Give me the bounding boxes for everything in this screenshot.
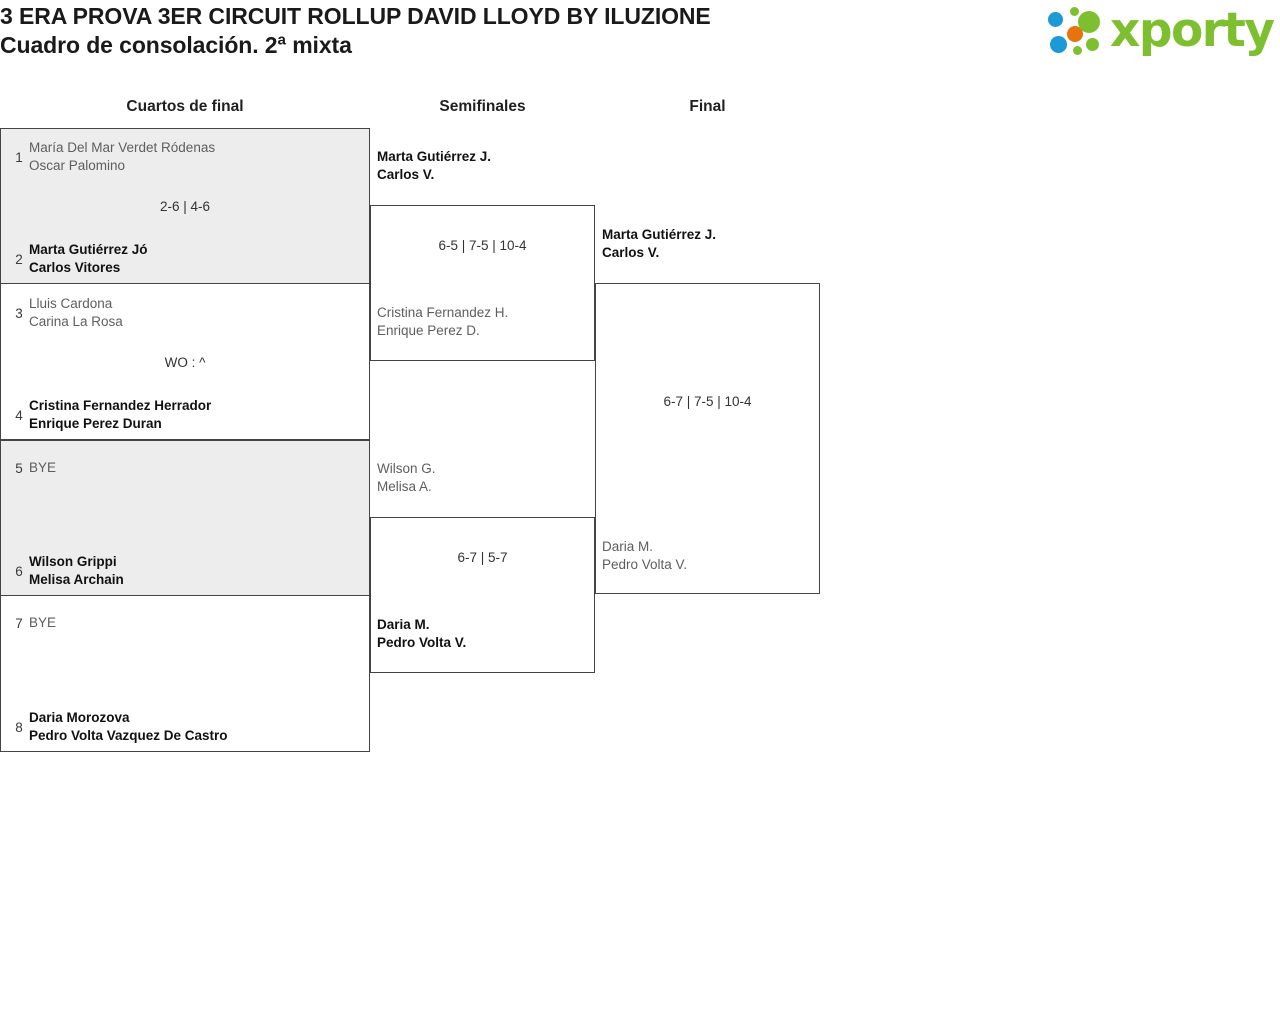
match-score: 2-6 | 4-6 bbox=[159, 199, 211, 214]
slot-seed-7[interactable]: 7 BYE bbox=[1, 613, 369, 633]
seed-number: 6 bbox=[15, 563, 23, 579]
sf-1-top-entrant[interactable]: Marta Gutiérrez J. Carlos V. bbox=[370, 148, 595, 188]
seed-number: 5 bbox=[15, 460, 23, 476]
match-score: 6-5 | 7-5 | 10-4 bbox=[438, 238, 527, 253]
player-2-name: Carlos V. bbox=[377, 167, 435, 182]
sf-2-bottom-entrant[interactable]: Daria M. Pedro Volta V. bbox=[370, 616, 595, 656]
player-2-name: Melisa A. bbox=[377, 479, 432, 494]
match-box-qf-2[interactable]: 3 Lluis Cardona Carina La Rosa WO : ^ 4 … bbox=[0, 283, 370, 440]
sf-1-bottom-entrant[interactable]: Cristina Fernandez H. Enrique Perez D. bbox=[370, 304, 595, 344]
page-title: 3 ERA PROVA 3ER CIRCUIT ROLLUP DAVID LLO… bbox=[0, 3, 711, 29]
xporty-logo[interactable]: xporty bbox=[1048, 3, 1275, 60]
slot-seed-5[interactable]: 5 BYE bbox=[1, 458, 369, 478]
slot-seed-2[interactable]: 2 Marta Gutiérrez Jó Carlos Vitores bbox=[1, 239, 369, 279]
player-1-name: Daria Morozova bbox=[29, 710, 130, 725]
round-header-quarterfinals: Cuartos de final bbox=[126, 98, 244, 115]
player-1-name: Wilson G. bbox=[377, 461, 436, 476]
player-names: Cristina Fernandez Herrador Enrique Pere… bbox=[29, 397, 211, 433]
seed-number: 4 bbox=[15, 407, 23, 423]
player-1-name: Cristina Fernandez H. bbox=[377, 305, 509, 320]
logo-wordmark: xporty bbox=[1110, 3, 1275, 58]
player-names: Lluis Cardona Carina La Rosa bbox=[29, 295, 123, 331]
player-2-name: Carlos V. bbox=[602, 245, 660, 260]
player-2-name: Pedro Volta V. bbox=[602, 557, 688, 572]
player-names: Marta Gutiérrez Jó Carlos Vitores bbox=[29, 241, 148, 277]
round-header-final: Final bbox=[689, 98, 726, 115]
player-2-name: Pedro Volta V. bbox=[377, 635, 467, 650]
page-header: 3 ERA PROVA 3ER CIRCUIT ROLLUP DAVID LLO… bbox=[0, 0, 1280, 90]
round-header-semifinals: Semifinales bbox=[439, 98, 526, 115]
player-1-name: Lluis Cardona bbox=[29, 296, 113, 311]
slot-seed-1[interactable]: 1 María Del Mar Verdet Ródenas Oscar Pal… bbox=[1, 137, 369, 177]
match-box-qf-3[interactable]: 5 BYE 6 Wilson Grippi Melisa Archain bbox=[0, 440, 370, 596]
page-subtitle: Cuadro de consolación. 2ª mixta bbox=[0, 32, 352, 58]
seed-number: 8 bbox=[15, 719, 23, 735]
final-bottom-entrant[interactable]: Daria M. Pedro Volta V. bbox=[595, 538, 820, 578]
player-2-name: Melisa Archain bbox=[29, 572, 124, 587]
player-1-name: Daria M. bbox=[602, 539, 654, 554]
player-names: Wilson Grippi Melisa Archain bbox=[29, 553, 124, 589]
sf-2-top-entrant[interactable]: Wilson G. Melisa A. bbox=[370, 460, 595, 500]
player-1-name: BYE bbox=[29, 460, 57, 475]
player-2-name: Carlos Vitores bbox=[29, 260, 121, 275]
player-1-name: Daria M. bbox=[377, 617, 430, 632]
player-1-name: Wilson Grippi bbox=[29, 554, 117, 569]
player-names: Wilson G. Melisa A. bbox=[377, 460, 595, 496]
slot-seed-4[interactable]: 4 Cristina Fernandez Herrador Enrique Pe… bbox=[1, 395, 369, 435]
player-2-name: Enrique Perez Duran bbox=[29, 416, 162, 431]
slot-seed-8[interactable]: 8 Daria Morozova Pedro Volta Vazquez De … bbox=[1, 707, 369, 747]
seed-number: 1 bbox=[15, 149, 23, 165]
seed-number: 3 bbox=[15, 305, 23, 321]
tournament-title-block: 3 ERA PROVA 3ER CIRCUIT ROLLUP DAVID LLO… bbox=[0, 2, 900, 60]
player-1-name: María Del Mar Verdet Ródenas bbox=[29, 140, 216, 155]
player-names: BYE bbox=[29, 614, 56, 632]
match-box-sf-2[interactable]: 6-7 | 5-7 bbox=[370, 517, 595, 673]
seed-number: 7 bbox=[15, 615, 23, 631]
player-names: Cristina Fernandez H. Enrique Perez D. bbox=[377, 304, 595, 340]
final-top-entrant[interactable]: Marta Gutiérrez J. Carlos V. bbox=[595, 226, 820, 266]
player-2-name: Carina La Rosa bbox=[29, 314, 123, 329]
player-names: Daria M. Pedro Volta V. bbox=[377, 616, 595, 652]
slot-seed-3[interactable]: 3 Lluis Cardona Carina La Rosa bbox=[1, 293, 369, 333]
player-1-name: Cristina Fernandez Herrador bbox=[29, 398, 212, 413]
logo-dots-icon bbox=[1048, 6, 1114, 58]
player-names: Marta Gutiérrez J. Carlos V. bbox=[377, 148, 595, 184]
player-2-name: Oscar Palomino bbox=[29, 158, 126, 173]
player-names: Marta Gutiérrez J. Carlos V. bbox=[602, 226, 820, 262]
match-score: 6-7 | 5-7 bbox=[457, 550, 508, 565]
player-1-name: Marta Gutiérrez J. bbox=[377, 149, 492, 164]
match-box-sf-1[interactable]: 6-5 | 7-5 | 10-4 bbox=[370, 205, 595, 361]
player-names: Daria Morozova Pedro Volta Vazquez De Ca… bbox=[29, 709, 228, 745]
player-names: María Del Mar Verdet Ródenas Oscar Palom… bbox=[29, 139, 215, 175]
player-names: BYE bbox=[29, 459, 56, 477]
match-box-qf-1[interactable]: 1 María Del Mar Verdet Ródenas Oscar Pal… bbox=[0, 128, 370, 284]
match-score: 6-7 | 7-5 | 10-4 bbox=[663, 394, 752, 409]
slot-seed-6[interactable]: 6 Wilson Grippi Melisa Archain bbox=[1, 551, 369, 591]
player-2-name: Pedro Volta Vazquez De Castro bbox=[29, 728, 228, 743]
player-names: Daria M. Pedro Volta V. bbox=[602, 538, 820, 574]
match-box-qf-4[interactable]: 7 BYE 8 Daria Morozova Pedro Volta Vazqu… bbox=[0, 595, 370, 752]
match-score: WO : ^ bbox=[164, 355, 206, 370]
player-1-name: BYE bbox=[29, 615, 57, 630]
match-box-final[interactable]: 6-7 | 7-5 | 10-4 bbox=[595, 283, 820, 594]
player-2-name: Enrique Perez D. bbox=[377, 323, 480, 338]
seed-number: 2 bbox=[15, 251, 23, 267]
player-1-name: Marta Gutiérrez J. bbox=[602, 227, 717, 242]
player-1-name: Marta Gutiérrez Jó bbox=[29, 242, 148, 257]
